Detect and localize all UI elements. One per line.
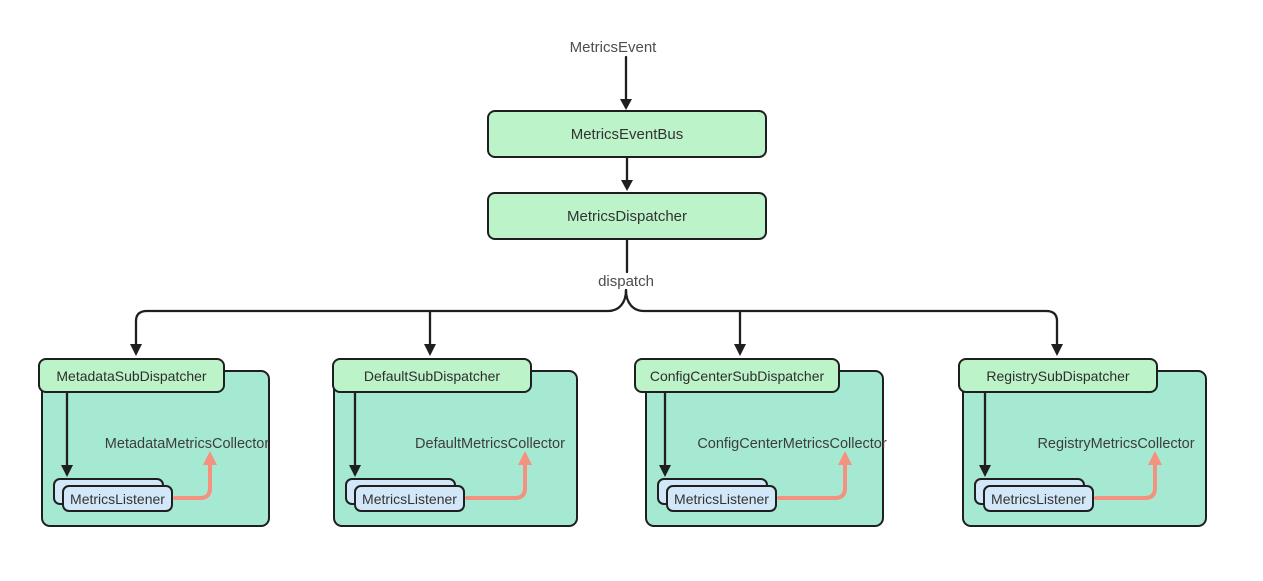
arrowhead-down-icon — [620, 99, 632, 110]
metrics-listener-node: MetricsListener — [666, 485, 777, 512]
default-sub-dispatcher-label: DefaultSubDispatcher — [363, 367, 501, 384]
metrics-event-bus-node: MetricsEventBus — [487, 110, 767, 158]
metadata-sub-dispatcher-label: MetadataSubDispatcher — [56, 367, 207, 384]
arrowhead-down-icon — [424, 344, 436, 356]
arrowhead-down-icon — [621, 180, 633, 191]
arrowhead-down-icon — [130, 344, 142, 356]
config-center-sub-dispatcher-label: ConfigCenterSubDispatcher — [649, 367, 825, 384]
metrics-event-bus-label: MetricsEventBus — [570, 125, 684, 143]
dispatch-edge-label: dispatch — [598, 273, 654, 290]
metrics-listener-label: MetricsListener — [362, 490, 457, 507]
dispatch-branch-right — [624, 288, 1059, 347]
arrowhead-down-icon — [734, 344, 746, 356]
metadata-sub-dispatcher-node: MetadataSubDispatcher — [38, 358, 225, 393]
metrics-listener-label: MetricsListener — [991, 490, 1086, 507]
metrics-dispatcher-label: MetricsDispatcher — [566, 207, 688, 225]
registry-sub-dispatcher-label: RegistrySubDispatcher — [986, 367, 1130, 384]
metrics-listener-node: MetricsListener — [62, 485, 173, 512]
metrics-listener-label: MetricsListener — [70, 490, 165, 507]
arrowhead-down-icon — [1051, 344, 1063, 356]
registry-metrics-collector-label: RegistryMetricsCollector — [1037, 436, 1195, 452]
default-sub-dispatcher-node: DefaultSubDispatcher — [332, 358, 532, 393]
metadata-metrics-collector-label: MetadataMetricsCollector — [104, 436, 270, 452]
metrics-listener-node: MetricsListener — [983, 485, 1094, 512]
config-center-metrics-collector-label: ConfigCenterMetricsCollector — [697, 436, 887, 452]
config-center-sub-dispatcher-node: ConfigCenterSubDispatcher — [634, 358, 840, 393]
dispatch-branch-left — [134, 288, 628, 347]
metrics-listener-label: MetricsListener — [674, 490, 769, 507]
default-metrics-collector-label: DefaultMetricsCollector — [415, 436, 565, 452]
registry-sub-dispatcher-node: RegistrySubDispatcher — [958, 358, 1158, 393]
metrics-dispatcher-node: MetricsDispatcher — [487, 192, 767, 240]
metrics-event-label: MetricsEvent — [569, 39, 657, 56]
metrics-listener-node: MetricsListener — [354, 485, 465, 512]
